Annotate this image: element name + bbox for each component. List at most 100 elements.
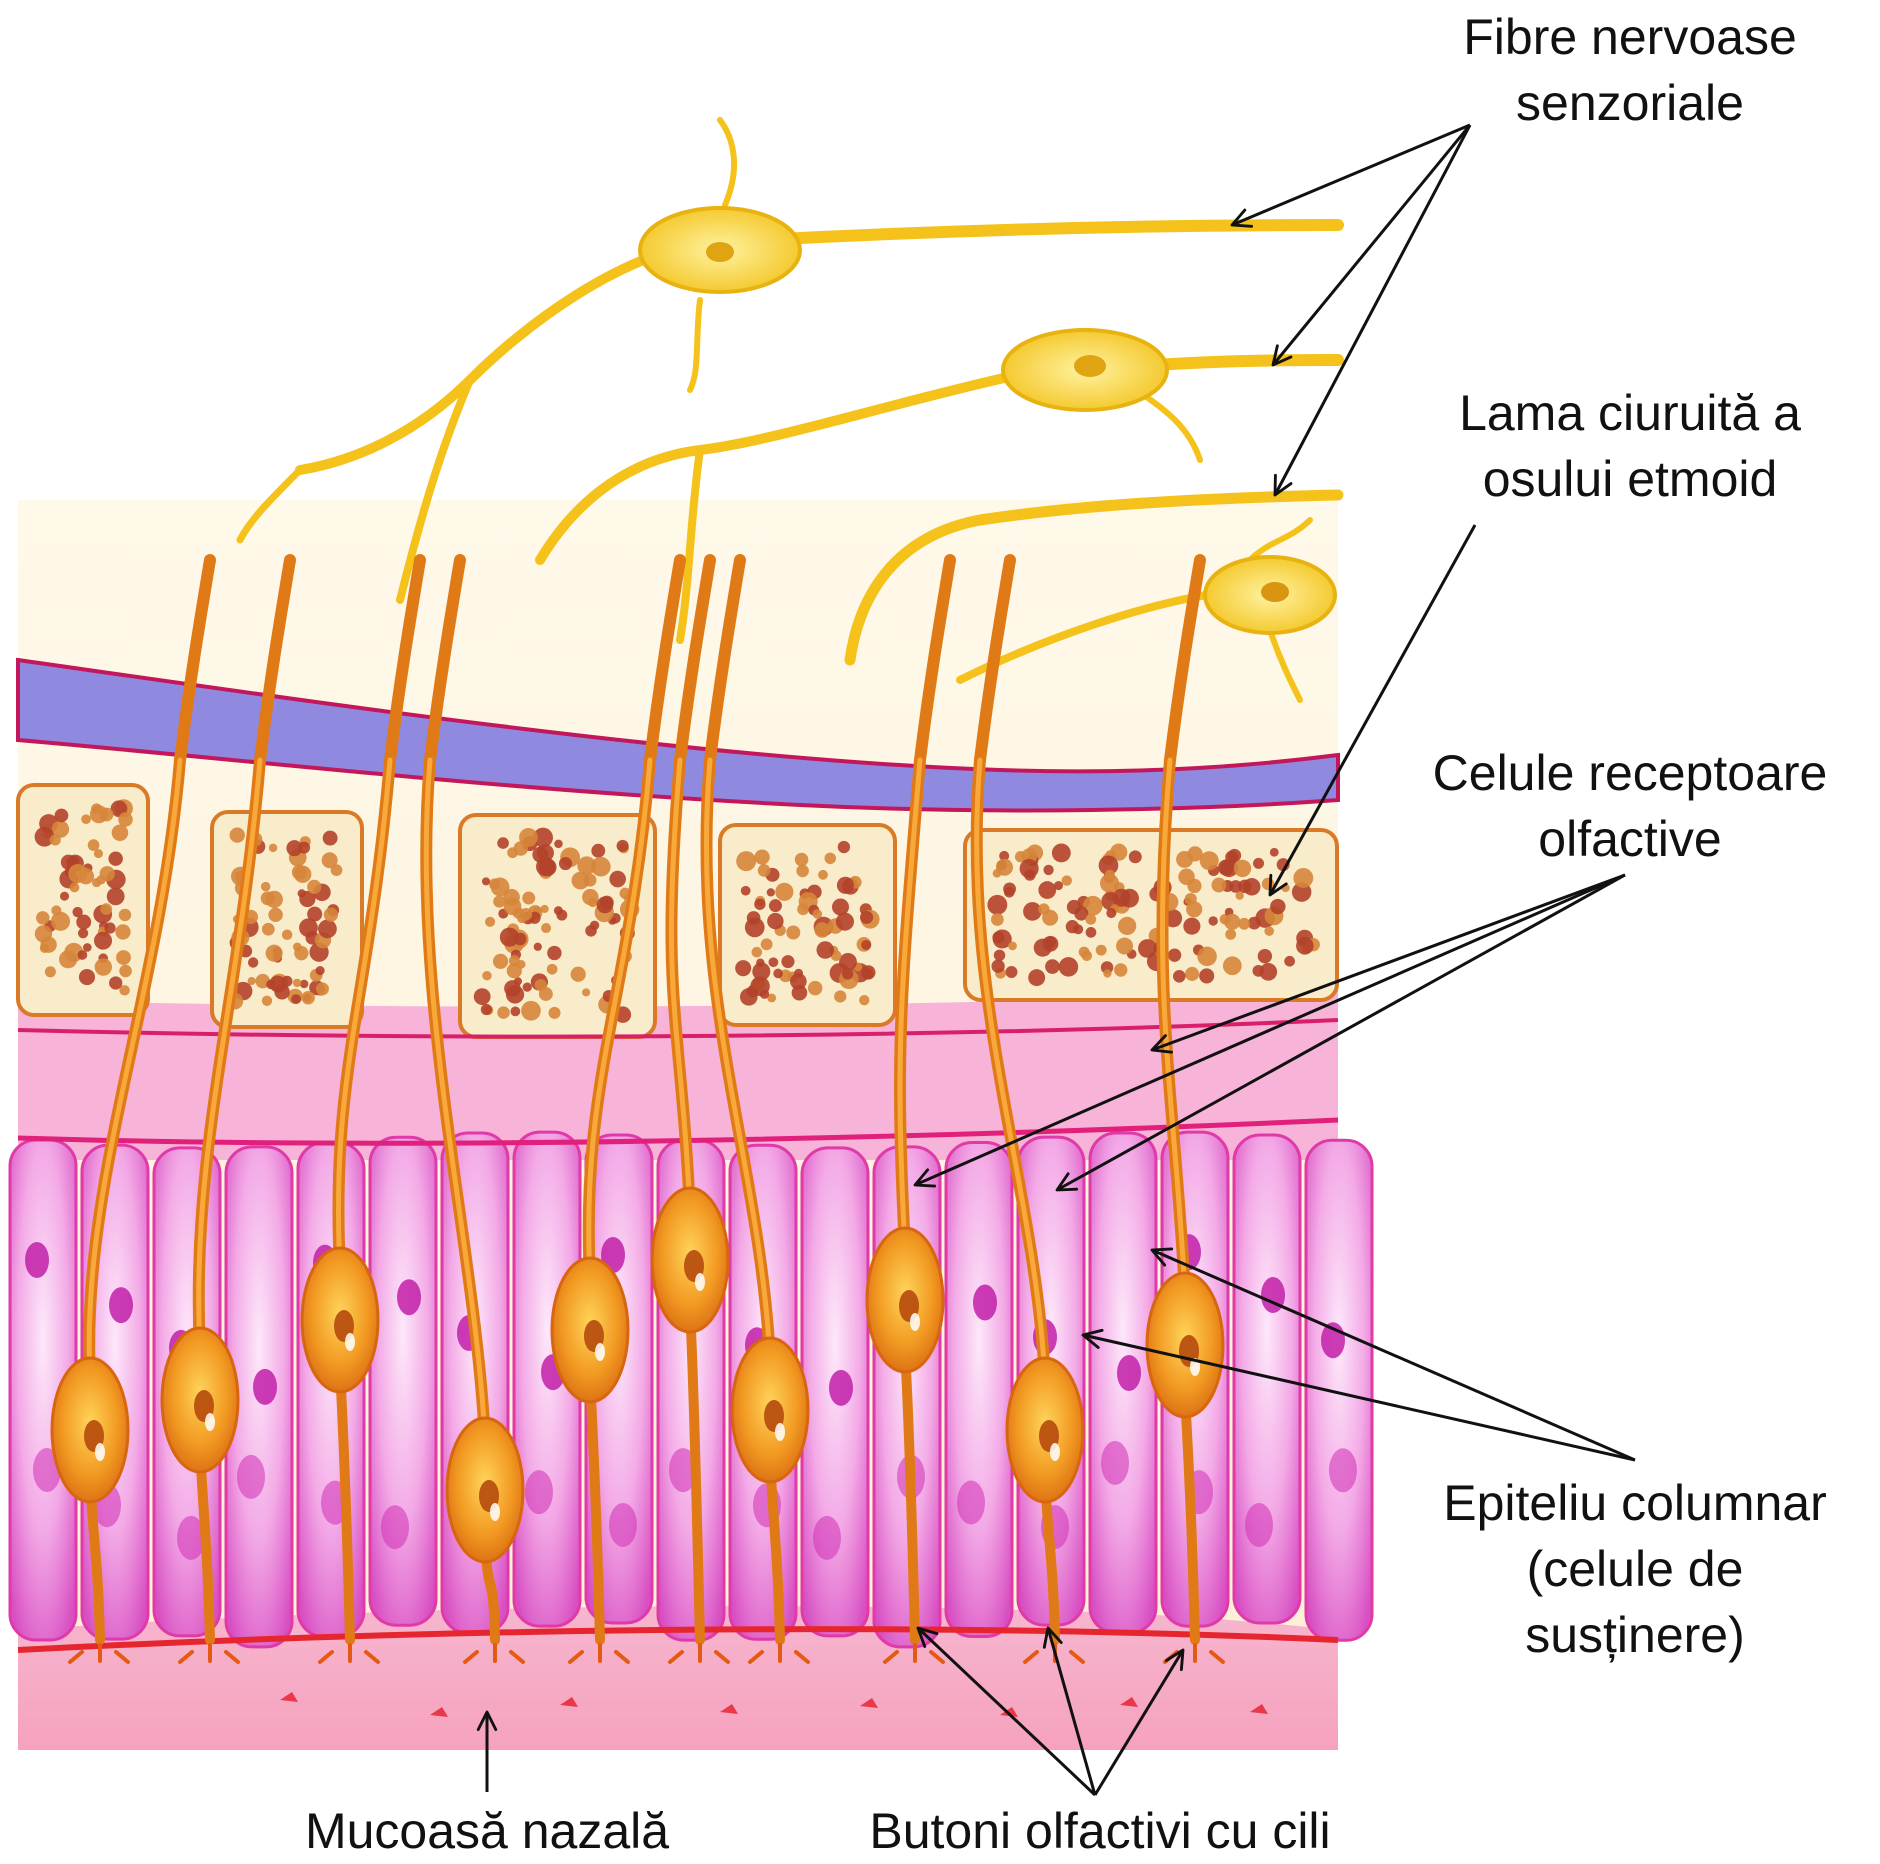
bone-spot	[1199, 968, 1215, 984]
bone-spot	[591, 856, 611, 877]
bone-spot	[1118, 916, 1137, 936]
bone-spot	[541, 923, 552, 934]
bone-spot	[265, 890, 283, 909]
dendrite-1d	[717, 117, 738, 208]
bone-spot	[835, 912, 855, 931]
bone-spot	[999, 850, 1010, 861]
mucosa-dot	[720, 1704, 738, 1714]
mucosa-dot	[1250, 1704, 1268, 1714]
label-cribriform-plate-line-2: osului etmoid	[1482, 451, 1778, 507]
bone-spot	[1184, 892, 1197, 906]
bone-spot	[781, 955, 795, 969]
bone-spot	[1296, 937, 1314, 955]
dendrite-3b	[1247, 517, 1313, 563]
bone-spot	[99, 866, 115, 882]
arrow-knob-3	[1093, 1648, 1185, 1796]
bone-spot	[535, 857, 556, 877]
bone-spot	[480, 1003, 493, 1016]
olfactory-knob-cilia	[68, 1643, 130, 1664]
cell-nucleus	[829, 1369, 853, 1406]
mucosa-dot	[560, 1697, 578, 1707]
bone-spot	[307, 906, 323, 922]
neuron-nucleus-1	[706, 242, 734, 262]
bone-spot	[740, 988, 758, 1006]
mucosa-dot	[1120, 1697, 1138, 1707]
olfactory-knob-cilia	[883, 1643, 945, 1664]
bone-spot	[759, 989, 770, 999]
label-columnar-epithelium: Epiteliu columnar (celule de susținere)	[1400, 1470, 1870, 1668]
bone-spot	[1217, 859, 1235, 876]
bone-spot	[1058, 957, 1079, 977]
bone-spot	[861, 939, 872, 950]
bone-spot	[315, 966, 325, 976]
bone-spot	[1114, 963, 1128, 977]
cell-nucleus	[1117, 1354, 1141, 1391]
dendrite-3c	[1267, 627, 1303, 703]
bone-spot	[775, 882, 794, 901]
bone-spot	[1081, 950, 1093, 962]
bone-spot	[812, 909, 823, 919]
bone-spot	[99, 807, 114, 822]
bone-spot	[1042, 935, 1059, 952]
bone-spot	[1061, 875, 1073, 886]
bone-spot	[87, 839, 100, 851]
receptor-highlight	[1050, 1443, 1060, 1461]
bone-spot	[1085, 913, 1097, 925]
dendrite-1c	[236, 466, 304, 544]
cell-nucleus-lower	[1329, 1448, 1357, 1493]
bone-spot	[1208, 916, 1218, 926]
bone-spot	[548, 1006, 561, 1019]
receptor-highlight	[695, 1273, 705, 1291]
bone-spot	[519, 828, 538, 847]
bone-spot	[1199, 851, 1219, 871]
label-receptor-cells-line-2: olfactive	[1538, 811, 1722, 867]
bone-spot	[293, 865, 312, 883]
bone-spot	[754, 849, 770, 865]
bone-spot	[1178, 868, 1195, 886]
receptor-dendrite	[195, 1445, 215, 1645]
bone-spot	[1045, 959, 1060, 974]
dendrite-1b	[396, 376, 474, 604]
bone-spot	[768, 957, 779, 968]
bone-spot	[281, 929, 293, 941]
bone-spot	[746, 911, 761, 925]
bone-spot	[554, 839, 563, 849]
epithelial-cell	[1304, 1138, 1374, 1642]
dendrite-2b	[676, 446, 704, 644]
bone-spot	[321, 852, 338, 869]
arrow-knob-1	[916, 1626, 1097, 1797]
receptor-highlight	[95, 1443, 105, 1461]
neuron-nucleus-2	[1074, 355, 1106, 377]
arrow-receptor-3	[1055, 873, 1626, 1192]
bone-spot	[106, 887, 125, 906]
mucosa-dot	[280, 1692, 298, 1702]
bone-lower-border	[17, 1018, 1339, 1039]
bone-spot	[1270, 898, 1286, 915]
label-columnar-epithelium-line-3: susținere)	[1525, 1607, 1745, 1663]
bone-spot	[1264, 926, 1275, 936]
olfactory-knob-cilia	[568, 1643, 630, 1664]
bone-spot	[322, 830, 338, 846]
cell-nucleus-lower	[525, 1470, 553, 1515]
receptor-highlight	[345, 1333, 355, 1351]
bone-spot	[330, 864, 343, 876]
bone-spot	[842, 968, 854, 980]
label-cribriform-plate: Lama ciuruită a osului etmoid	[1420, 380, 1840, 512]
bone-spot	[115, 924, 131, 940]
bone-spot	[818, 869, 828, 880]
bone-spot	[736, 851, 757, 872]
bone-spot	[1185, 966, 1200, 981]
bone-spot	[773, 968, 783, 979]
bone-spot	[299, 918, 318, 938]
bone-spot	[1038, 903, 1050, 915]
olfactory-knob-cilia	[668, 1643, 730, 1664]
bone-spot	[1019, 859, 1039, 879]
receptor-axon-highlight	[668, 757, 693, 1213]
arrow-fiber-3	[1273, 124, 1472, 497]
bone-spot	[269, 975, 287, 993]
bone-spot	[1100, 873, 1120, 893]
label-sensory-fibers-line-1: Fibre nervoase	[1463, 9, 1797, 65]
receptor-highlight	[205, 1413, 215, 1431]
bone-spot	[751, 946, 763, 958]
label-columnar-epithelium-line-1: Epiteliu columnar	[1443, 1475, 1827, 1531]
